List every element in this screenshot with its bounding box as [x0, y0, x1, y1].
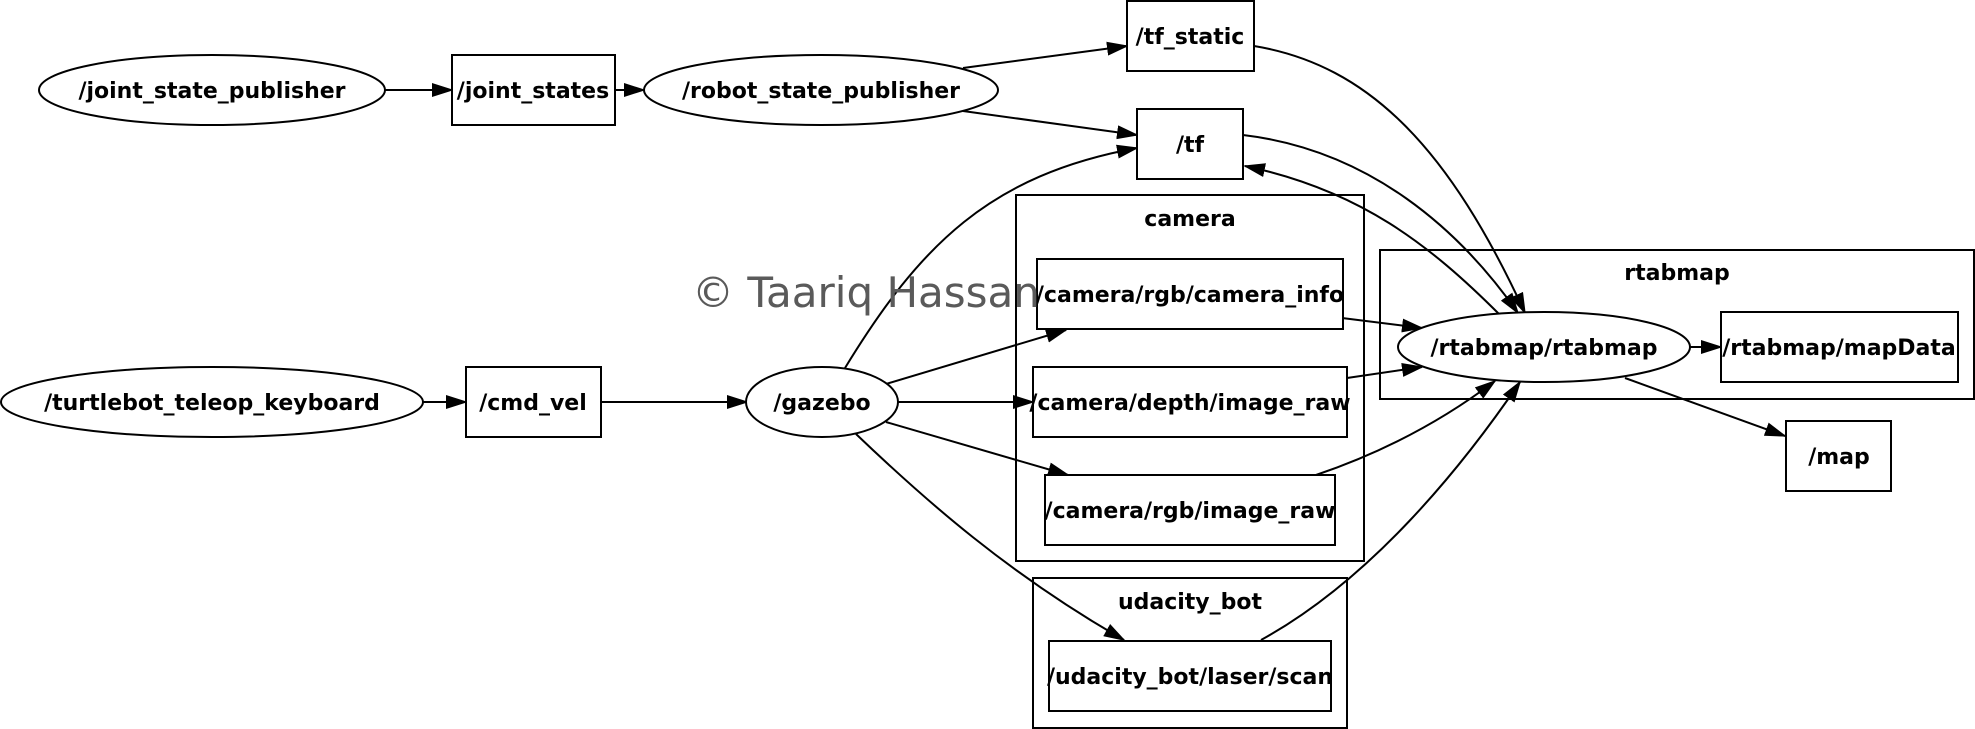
edge-gazebo-to-rgb-image: [885, 421, 1070, 477]
topic-tf-static[interactable]: /tf_static: [1126, 0, 1255, 72]
topic-cmd-vel[interactable]: /cmd_vel: [465, 366, 602, 438]
node-gazebo-label: /gazebo: [773, 391, 870, 416]
edge-gazebo-to-tf: [844, 144, 1139, 369]
node-rtabmap-label: /rtabmap/rtabmap: [1430, 336, 1657, 361]
topic-map-data[interactable]: /rtabmap/mapData: [1720, 311, 1959, 383]
topic-cmd-vel-label: /cmd_vel: [479, 391, 587, 416]
topic-depth-image-raw[interactable]: /camera/depth/image_raw: [1029, 366, 1351, 438]
edge-rtabmap-to-map: [1624, 377, 1787, 437]
edge-camera-info-to-rtabmap: [1341, 317, 1424, 333]
cluster-rtabmap-label: rtabmap: [1624, 261, 1729, 286]
cluster-rtabmap: rtabmap: [1379, 249, 1975, 400]
cluster-camera-label: camera: [1144, 207, 1235, 232]
edge-rgb-image-to-rtabmap: [1315, 379, 1497, 476]
topic-joint-states-label: /joint_states: [457, 79, 609, 104]
node-joint-state-publisher[interactable]: /joint_state_publisher: [38, 54, 386, 126]
edge-robot-state-publisher-to-tf-static: [962, 41, 1129, 69]
topic-camera-info[interactable]: /camera/rgb/camera_info: [1036, 258, 1344, 330]
topic-tf-label: /tf: [1176, 133, 1205, 158]
cluster-camera: camera: [1015, 194, 1365, 562]
topic-tf[interactable]: /tf: [1136, 108, 1244, 180]
topic-tf-static-label: /tf_static: [1136, 25, 1245, 50]
copyright-watermark: © Taariq Hassan: [692, 268, 1040, 317]
node-turtlebot-teleop-keyboard[interactable]: /turtlebot_teleop_keyboard: [0, 366, 424, 438]
edge-tf-to-rtabmap: [1242, 134, 1520, 315]
edge-laser-scan-to-rtabmap: [1260, 380, 1522, 641]
node-turtlebot-teleop-keyboard-label: /turtlebot_teleop_keyboard: [44, 391, 380, 416]
edge-depth-image-to-rtabmap: [1346, 362, 1424, 379]
edge-tf-static-to-rtabmap: [1253, 45, 1526, 315]
edges: [385, 41, 1787, 641]
topic-joint-states[interactable]: /joint_states: [451, 54, 616, 126]
node-gazebo[interactable]: /gazebo: [745, 366, 899, 438]
edge-robot-state-publisher-to-tf: [962, 110, 1139, 140]
topic-map-data-label: /rtabmap/mapData: [1722, 336, 1956, 361]
node-joint-state-publisher-label: /joint_state_publisher: [78, 79, 345, 104]
topic-rgb-image-raw-label: /camera/rgb/image_raw: [1045, 499, 1336, 524]
node-robot-state-publisher-label: /robot_state_publisher: [682, 79, 960, 104]
topic-map[interactable]: /map: [1785, 420, 1892, 492]
topic-rgb-image-raw[interactable]: /camera/rgb/image_raw: [1044, 474, 1336, 546]
node-rtabmap[interactable]: /rtabmap/rtabmap: [1397, 311, 1691, 383]
edge-gazebo-to-camera-info: [885, 329, 1068, 385]
cluster-udacity-bot: udacity_bot: [1032, 577, 1348, 729]
edge-rtabmap-to-tf: [1243, 163, 1501, 316]
topic-camera-info-label: /camera/rgb/camera_info: [1036, 283, 1344, 308]
edge-gazebo-to-laser-scan: [855, 433, 1126, 641]
topic-depth-image-raw-label: /camera/depth/image_raw: [1029, 391, 1350, 416]
topic-map-label: /map: [1808, 445, 1870, 470]
cluster-udacity-bot-label: udacity_bot: [1118, 590, 1263, 615]
topic-laser-scan[interactable]: /udacity_bot/laser/scan: [1047, 640, 1333, 712]
topic-laser-scan-label: /udacity_bot/laser/scan: [1047, 665, 1333, 690]
node-robot-state-publisher[interactable]: /robot_state_publisher: [643, 54, 999, 126]
